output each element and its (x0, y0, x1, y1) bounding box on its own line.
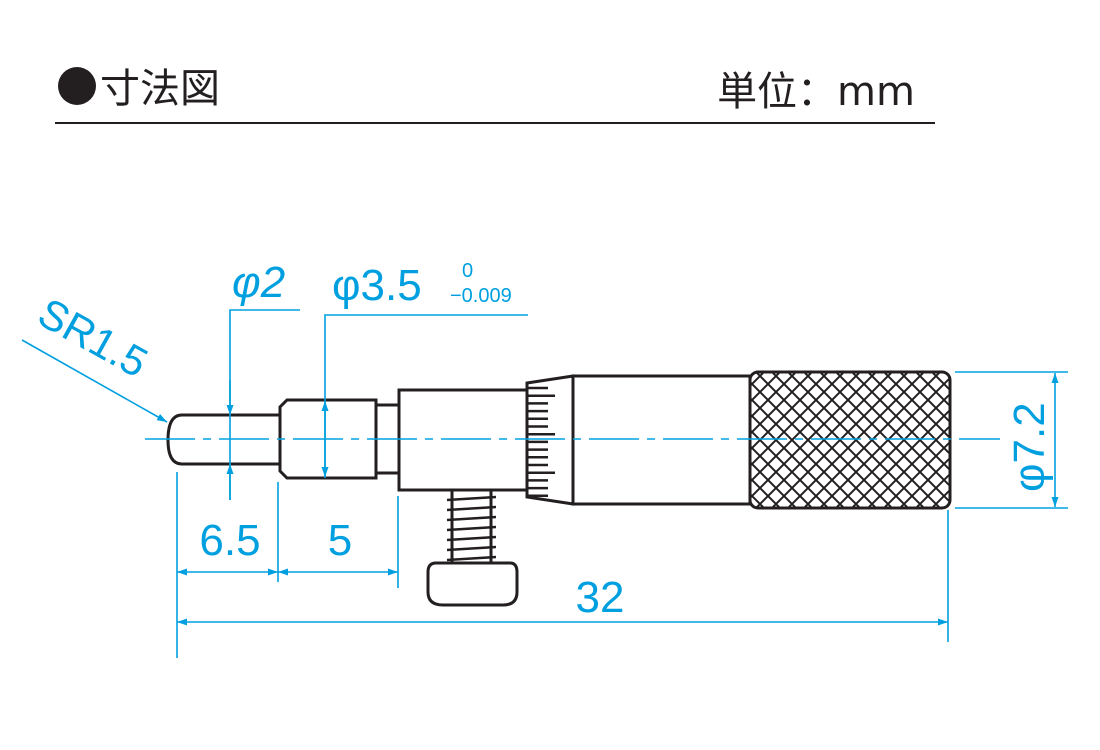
sr-leader (21, 339, 168, 423)
sr-label: SR1.5 (31, 289, 156, 387)
thread-line (446, 555, 497, 562)
sleeve-body (397, 388, 529, 492)
thread-line (446, 505, 497, 512)
thread-line (446, 535, 497, 542)
spindle-diameter-leader (324, 314, 528, 478)
clamp-screw (426, 490, 519, 607)
knurl (750, 372, 950, 508)
tip-diameter-label: φ2 (232, 258, 285, 307)
tolerance-upper: 0 (462, 260, 473, 282)
step-length-label: 5 (328, 516, 352, 565)
thread-line (446, 545, 497, 552)
section-title: 寸法図 (100, 66, 220, 112)
tip-length-label: 6.5 (199, 516, 260, 565)
spindle-tip (166, 413, 280, 466)
micrometer-head (166, 370, 952, 607)
thread-line (446, 495, 497, 502)
thimble (571, 374, 752, 506)
thread-line (446, 525, 497, 532)
bullet-icon (58, 67, 96, 105)
spindle-step (278, 398, 378, 480)
total-length-label: 32 (576, 573, 625, 622)
tip-diameter-leader (229, 309, 300, 500)
tolerance-lower: −0.009 (450, 285, 512, 307)
spindle-diameter-label: φ3.5 (332, 261, 422, 310)
thimble-diameter-label: φ7.2 (1005, 402, 1054, 492)
thread-line (446, 515, 497, 522)
unit-label: 単位：mm (717, 69, 915, 115)
